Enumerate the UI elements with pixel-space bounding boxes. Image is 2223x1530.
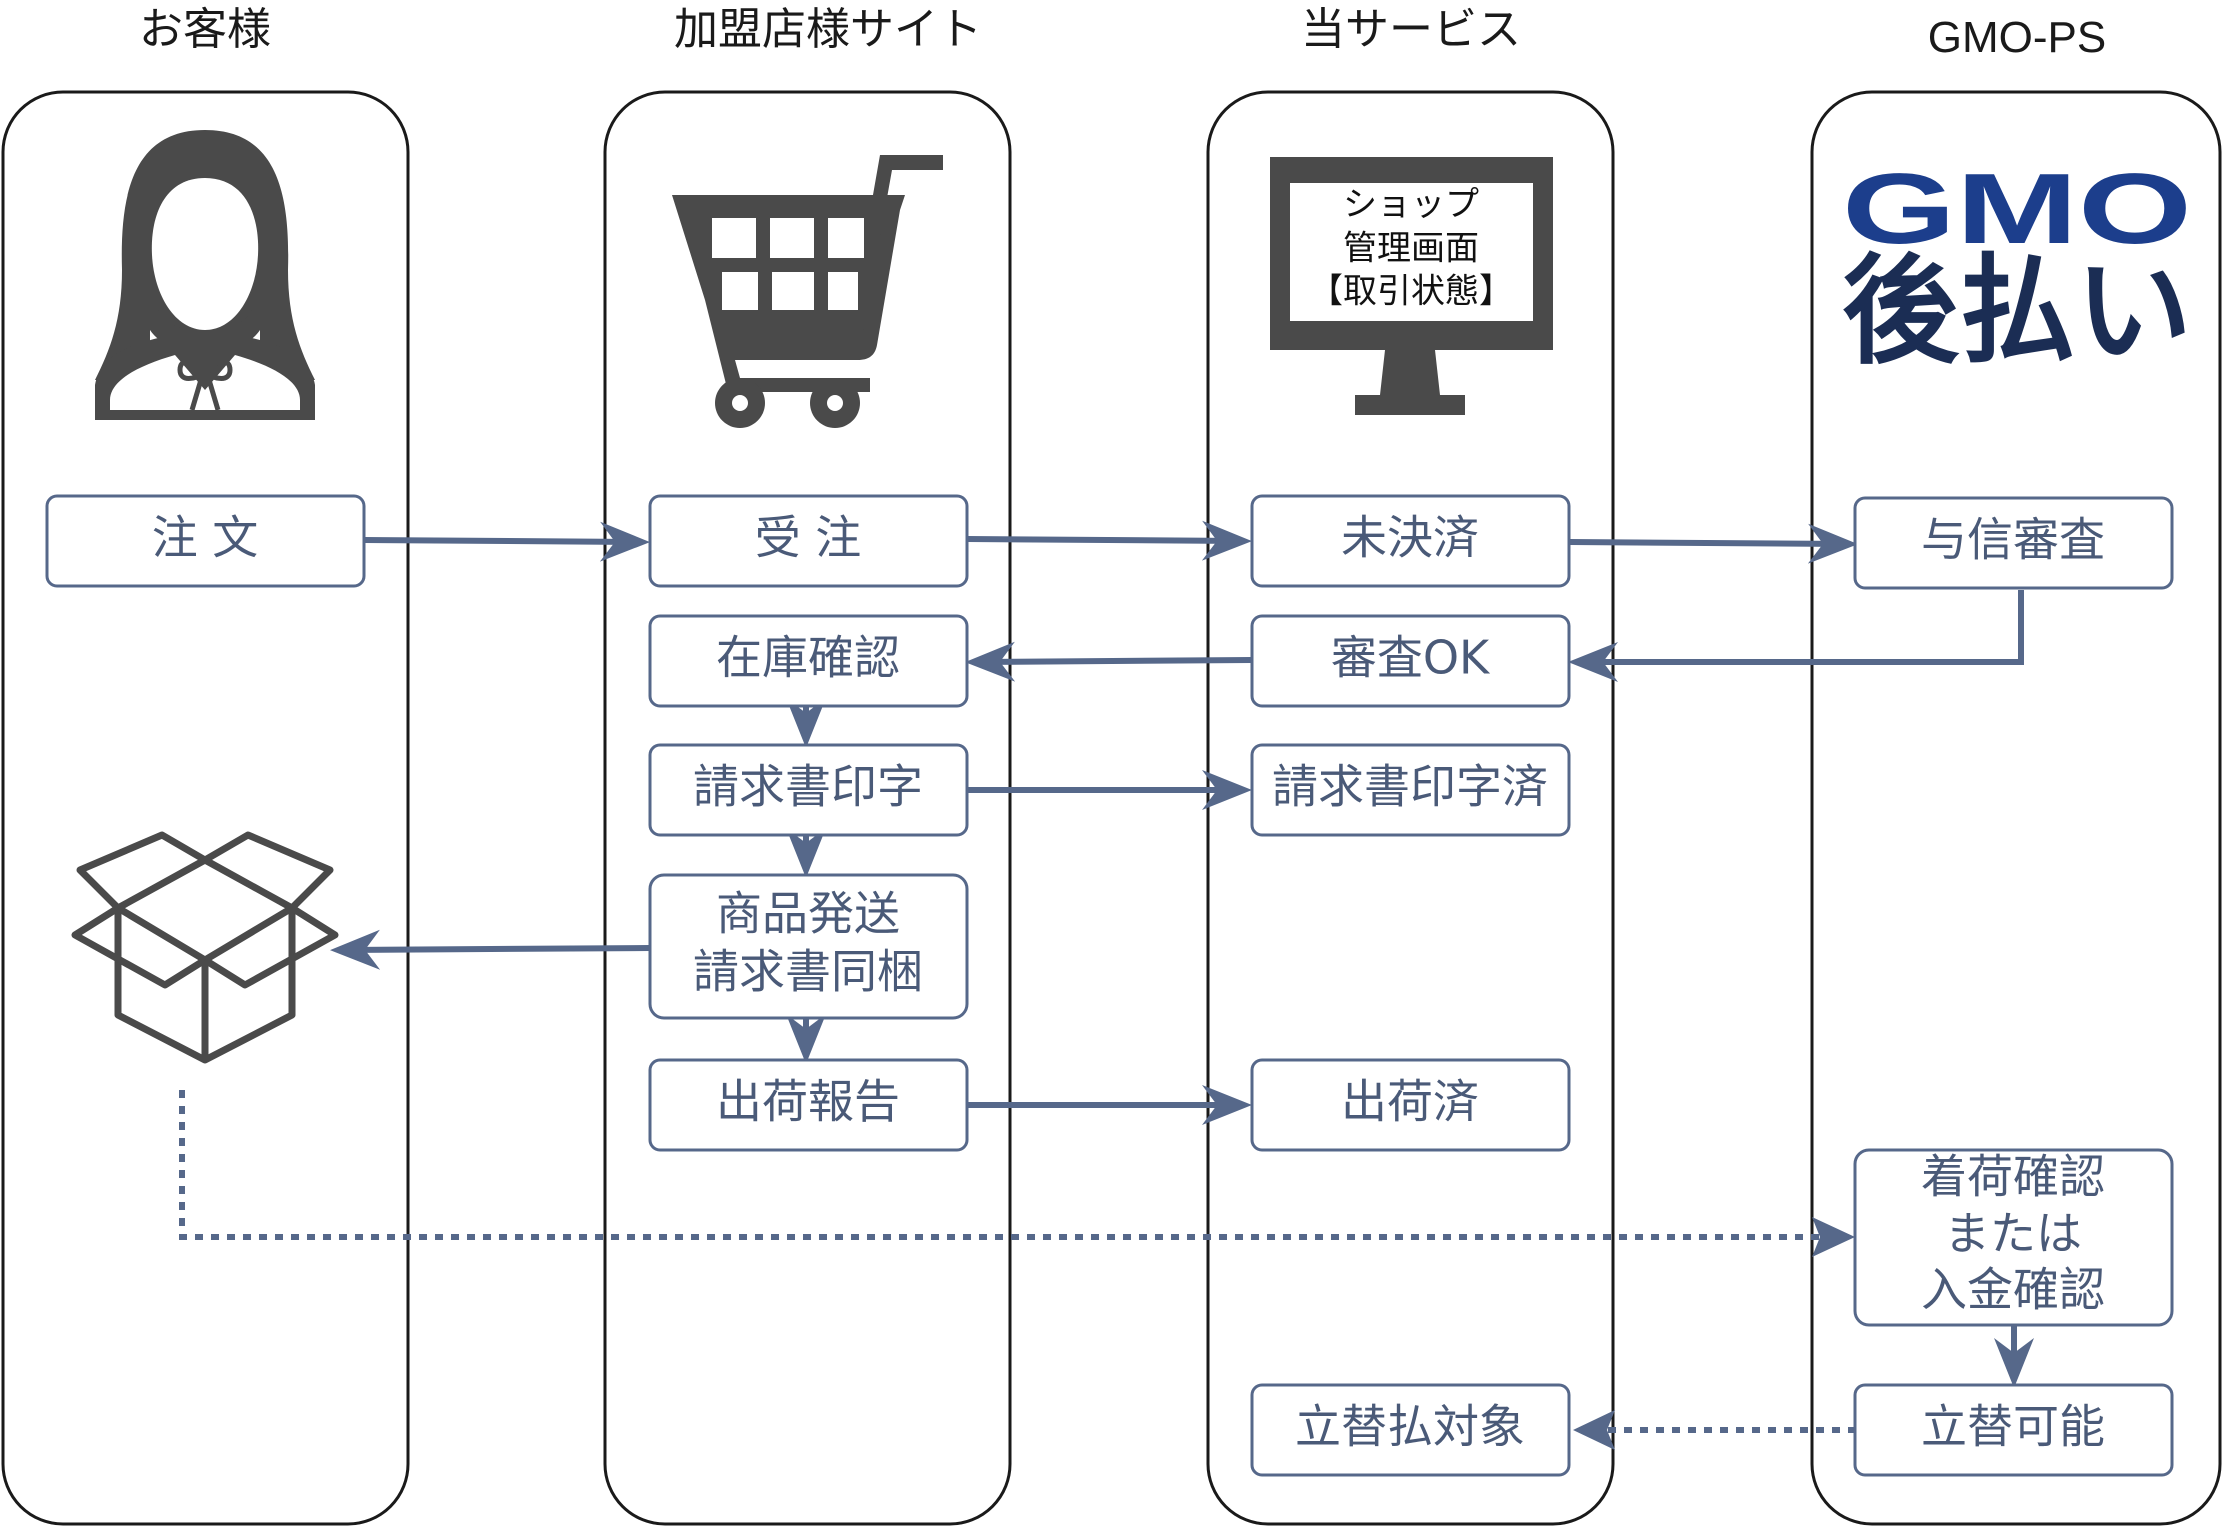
lane-merchant xyxy=(603,90,1012,1526)
arrow-ok-to-stock xyxy=(965,641,1253,682)
step-arrival-line3: 入金確認 xyxy=(1921,1263,2105,1317)
step-unsettled: 未決済 xyxy=(1250,494,1571,588)
step-receive-order: 受 注 xyxy=(648,494,969,588)
step-advance-possible: 立替可能 xyxy=(1853,1383,2174,1477)
arrow-customer-to-arrival xyxy=(179,1090,1838,1240)
monitor-text-line2: 管理画面 xyxy=(1343,229,1479,269)
step-arrival-line2: または xyxy=(1944,1207,2082,1261)
monitor-text-line3: 【取引状態】 xyxy=(1309,272,1513,312)
gmo-logo-sub: 後払い xyxy=(1842,242,2192,380)
lane-gmo xyxy=(1810,90,2222,1526)
shopping-cart-icon xyxy=(672,155,943,428)
gmo-atobarai-logo: GMO 後払い xyxy=(1842,153,2192,380)
step-receive-order-label: 受 注 xyxy=(755,511,862,565)
step-credit-check-label: 与信審査 xyxy=(1921,513,2105,567)
open-box-icon xyxy=(71,831,339,1064)
step-ship-report: 出荷報告 xyxy=(648,1058,969,1152)
step-shipped-label: 出荷済 xyxy=(1341,1075,1479,1129)
step-ship-line2: 請求書同梱 xyxy=(693,945,923,999)
step-invoice-print-label: 請求書印字 xyxy=(693,760,923,814)
lane-title-service: 当サービス xyxy=(1301,4,1521,55)
step-check-ok-label: 審査OK xyxy=(1331,631,1491,685)
lane-title-gmo: GMO-PS xyxy=(1928,13,2106,62)
gmo-logo-brand: GMO xyxy=(1842,153,2192,265)
lane-title-merchant: 加盟店様サイト xyxy=(674,4,982,55)
lane-title-customer: お客様 xyxy=(139,4,271,55)
step-advance-possible-label: 立替可能 xyxy=(1921,1400,2105,1454)
customer-woman-icon xyxy=(95,130,315,420)
arrow-ship-to-customer xyxy=(330,929,651,970)
arrowhead-advance-target xyxy=(1573,1410,1615,1450)
arrow-credit-to-ok xyxy=(1568,590,2024,682)
monitor-text-line1: ショップ xyxy=(1343,185,1479,225)
step-ship-report-label: 出荷報告 xyxy=(716,1075,900,1129)
step-invoice-printed-label: 請求書印字済 xyxy=(1272,760,1548,814)
step-order: 注 文 xyxy=(45,494,366,588)
arrow-receive-to-unsettled xyxy=(966,520,1252,561)
step-invoice-print: 請求書印字 xyxy=(648,743,969,837)
step-stock-check-label: 在庫確認 xyxy=(716,631,900,685)
step-ship: 商品発送 請求書同梱 xyxy=(648,873,969,1020)
step-order-label: 注 文 xyxy=(152,511,259,565)
step-stock-check: 在庫確認 xyxy=(648,614,969,708)
step-advance-target: 立替払対象 xyxy=(1250,1383,1571,1477)
step-invoice-printed: 請求書印字済 xyxy=(1250,743,1571,837)
arrowhead-arrival xyxy=(1812,1217,1855,1257)
step-shipped: 出荷済 xyxy=(1250,1058,1571,1152)
lane-customer xyxy=(1,90,410,1526)
step-arrival-line1: 着荷確認 xyxy=(1921,1150,2105,1204)
step-ship-line1: 商品発送 xyxy=(716,887,900,941)
monitor-icon xyxy=(1270,157,1553,415)
arrows xyxy=(179,520,2034,1450)
step-check-ok: 審査OK xyxy=(1250,614,1571,708)
step-arrival-check: 着荷確認 または 入金確認 xyxy=(1853,1148,2174,1327)
step-advance-target-label: 立替払対象 xyxy=(1295,1400,1525,1454)
step-credit-check: 与信審査 xyxy=(1853,496,2174,590)
step-unsettled-label: 未決済 xyxy=(1341,511,1479,565)
arrow-unsettled-to-credit xyxy=(1569,523,1858,564)
arrow-order-to-receive xyxy=(363,521,650,562)
